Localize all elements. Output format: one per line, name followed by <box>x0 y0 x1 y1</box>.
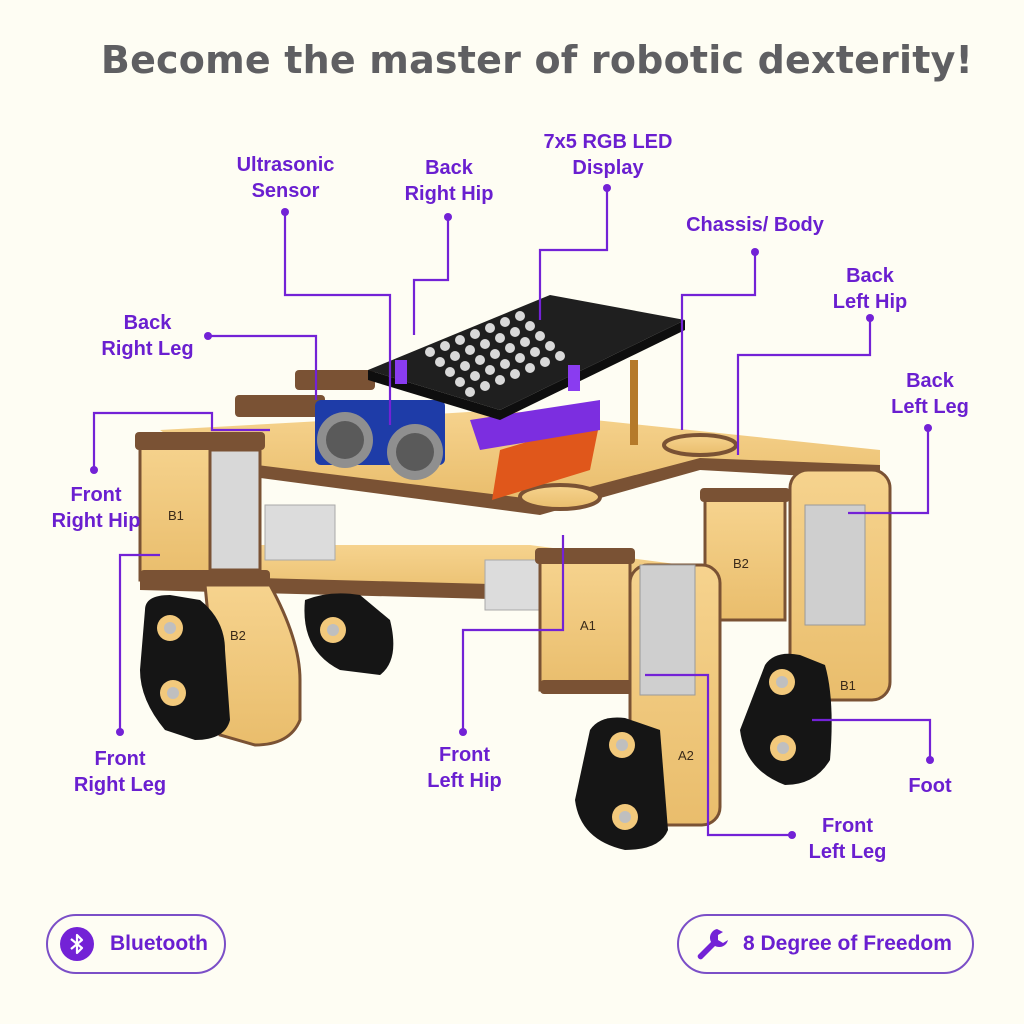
ultrasonic-sensor <box>315 400 445 480</box>
feet <box>140 593 832 850</box>
label-line-2: Sensor <box>251 180 320 202</box>
feature-bluetooth: Bluetooth <box>46 914 226 974</box>
label-line-2: Left Hip <box>832 291 908 313</box>
label-back-left-leg: Back Left Leg <box>885 368 975 420</box>
label-line-1: Back <box>846 265 894 287</box>
part-marking-b1-leg: B1 <box>840 678 856 693</box>
label-line-1: Back <box>123 312 172 334</box>
part-marking-a2: A2 <box>678 748 694 763</box>
leader-dots <box>90 184 934 839</box>
label-front-left-hip: Front Left Hip <box>417 742 512 794</box>
label-line-2: Right Hip <box>51 510 141 532</box>
feature-dof: 8 Degree of Freedom <box>677 914 974 974</box>
label-ultrasonic-sensor: Ultrasonic Sensor <box>228 152 343 204</box>
label-line-2: Display <box>572 157 644 179</box>
feature-bluetooth-label: Bluetooth <box>110 932 208 955</box>
wrench-icon <box>693 925 731 963</box>
label-back-right-hip: Back Right Hip <box>395 155 503 207</box>
label-line-1: Ultrasonic <box>236 154 335 176</box>
label-line-1: Back <box>906 370 954 392</box>
label-line-1: Front <box>438 744 491 766</box>
label-line-2: Left Leg <box>891 396 969 418</box>
label-line-1: Foot <box>908 775 952 797</box>
label-front-right-hip: Front Right Hip <box>42 482 150 534</box>
label-line-2: Left Leg <box>808 841 887 863</box>
label-line-2: Right Hip <box>404 183 494 205</box>
label-foot: Foot <box>900 773 960 799</box>
label-line-1: Back <box>425 157 473 179</box>
feature-dof-label: 8 Degree of Freedom <box>743 932 952 955</box>
headline: Become the master of robotic dexterity! <box>100 38 974 82</box>
label-line-2: Left Hip <box>427 770 502 792</box>
label-front-right-leg: Front Right Leg <box>65 746 175 798</box>
part-marking-a1: A1 <box>580 618 596 633</box>
part-marking-b1: B1 <box>168 508 184 523</box>
label-line-1: Front <box>70 484 122 506</box>
label-line-2: Right Leg <box>73 774 167 796</box>
part-marking-b2: B2 <box>733 556 749 571</box>
leader-lines <box>92 188 932 837</box>
label-led-display: 7x5 RGB LED Display <box>538 129 678 181</box>
label-line-1: Front <box>821 815 874 837</box>
label-line-1: 7x5 RGB LED <box>543 131 673 153</box>
label-back-right-leg: Back Right Leg <box>95 310 200 362</box>
label-chassis-body: Chassis/ Body <box>680 212 830 238</box>
label-line-1: Chassis/ Body <box>686 214 824 236</box>
bluetooth-icon <box>60 927 94 961</box>
label-back-left-hip: Back Left Hip <box>825 263 915 315</box>
part-marking-b2-leg: B2 <box>230 628 246 643</box>
label-front-left-leg: Front Left Leg <box>800 813 895 865</box>
label-line-2: Right Leg <box>101 338 194 360</box>
led-display-board <box>368 295 685 500</box>
label-line-1: Front <box>94 748 146 770</box>
